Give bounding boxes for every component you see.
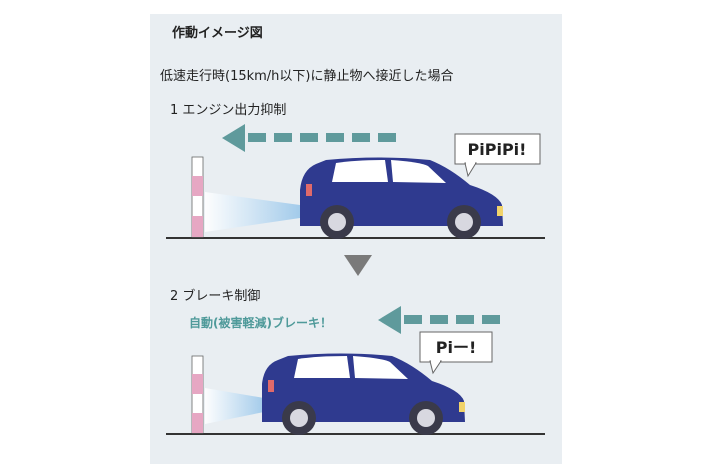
scene1-sensor-beam	[205, 192, 300, 232]
scene2-speech-bubble: Piー!	[419, 331, 493, 375]
scene1-bubble-text: PiPiPi!	[468, 140, 527, 159]
scene1-pole-icon	[191, 156, 204, 238]
scene2-arrow-icon	[378, 306, 500, 334]
condition-text: 低速走行時(15km/h以下)に静止物へ接近した場合	[160, 69, 454, 84]
scene2: Piー!	[166, 306, 545, 435]
step1-label: 1 エンジン出力抑制	[170, 103, 287, 118]
scene2-car-icon	[262, 353, 465, 435]
scene1-arrow-icon	[222, 124, 396, 152]
diagram-title: 作動イメージ図	[172, 26, 263, 41]
scene2-sensor-beam	[205, 388, 264, 424]
scene1: PiPiPi!	[166, 124, 545, 239]
scene1-speech-bubble: PiPiPi!	[454, 133, 541, 178]
scene1-car-icon	[300, 157, 503, 239]
auto-brake-text: 自動(被害軽減)ブレーキ！	[189, 316, 332, 330]
step2-label: 2 ブレーキ制御	[170, 289, 261, 304]
scene2-bubble-text: Piー!	[436, 338, 477, 357]
down-arrow-icon	[344, 255, 372, 276]
scene2-pole-icon	[191, 355, 204, 434]
